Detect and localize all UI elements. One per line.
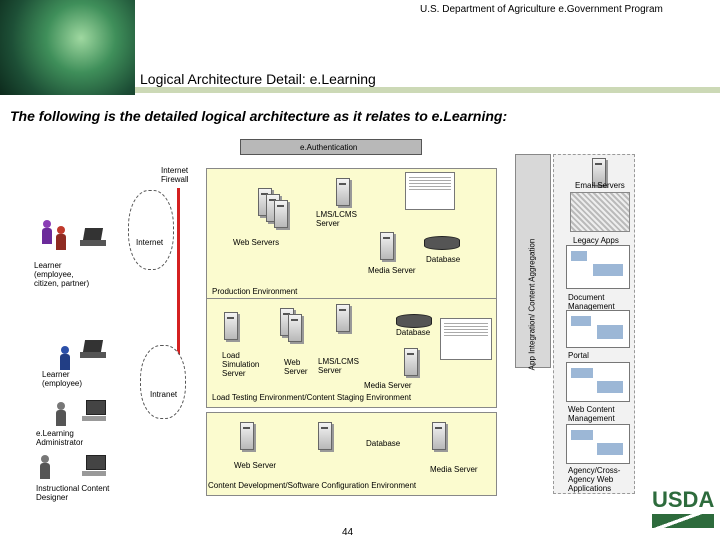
load-sim-label: Load Simulation Server — [222, 351, 260, 378]
page-subtitle: The following is the detailed logical ar… — [10, 108, 508, 124]
intranet-label: Intranet — [150, 390, 178, 399]
laptop-icon — [80, 228, 106, 246]
dev-web-server-icon — [240, 422, 254, 450]
dev-media-server-icon — [432, 422, 446, 450]
development-env-label: Content Development/Software Configurati… — [208, 481, 417, 490]
authentication-box — [240, 139, 422, 155]
lms-server-icon — [336, 178, 350, 206]
usda-logo: USDA — [652, 488, 716, 534]
header-rule — [135, 87, 720, 93]
legacy-apps-label: Legacy Apps — [573, 236, 619, 245]
testing-env-label: Load Testing Environment/Content Staging… — [212, 393, 412, 402]
dev-database-label: Database — [366, 439, 401, 448]
agency-name: U.S. Department of Agriculture e.Governm… — [420, 4, 663, 15]
test-database-icon — [396, 314, 432, 328]
designer-icon — [40, 455, 50, 479]
email-server-icon — [592, 158, 606, 186]
production-document-icon — [405, 172, 455, 210]
production-web-label: Web Servers — [233, 238, 280, 247]
internet-label: Internet — [136, 238, 164, 247]
intranet-cloud — [140, 345, 186, 419]
web-content-label: Web Content Management — [568, 405, 615, 423]
development-zone — [206, 412, 497, 496]
portal-label: Portal — [568, 351, 589, 360]
firewall-line — [177, 188, 180, 400]
learner-employee-label: Learner (employee) — [42, 370, 83, 388]
learner-employee-icon — [60, 346, 70, 370]
integration-bar — [515, 154, 551, 368]
administrator-computer-icon — [82, 400, 106, 422]
internet-cloud — [128, 190, 174, 270]
test-web-server-icon-2 — [288, 314, 302, 342]
web-server-icon-3 — [274, 200, 288, 228]
production-database-label: Database — [426, 255, 461, 264]
test-document-icon — [440, 318, 492, 360]
media-server-icon — [380, 232, 394, 260]
document-management-thumbnail — [566, 245, 630, 289]
authentication-label: e.Authentication — [300, 143, 358, 152]
usda-logo-text: USDA — [652, 487, 715, 512]
test-media-server-icon — [404, 348, 418, 376]
learner-icon-red — [56, 226, 66, 250]
document-management-label: Document Management — [568, 293, 615, 311]
portal-thumbnail — [566, 310, 630, 348]
test-web-label: Web Server — [284, 358, 308, 376]
designer-label: Instructional Content Designer — [36, 484, 110, 502]
laptop-icon-employee — [80, 340, 106, 358]
production-env-label: Production Environment — [212, 287, 298, 296]
agency-apps-thumbnail — [566, 424, 630, 464]
administrator-icon — [56, 402, 66, 426]
production-media-label: Media Server — [368, 266, 416, 275]
page-title: Logical Architecture Detail: e.Learning — [140, 71, 376, 87]
load-sim-server-icon — [224, 312, 238, 340]
dev-web-label: Web Server — [234, 461, 277, 470]
web-content-thumbnail — [566, 362, 630, 402]
email-servers-label: Email Servers — [575, 181, 625, 190]
firewall-label: Internet Firewall — [161, 166, 189, 184]
designer-computer-icon — [82, 455, 106, 477]
page-number: 44 — [342, 527, 354, 538]
production-database-icon — [424, 236, 460, 250]
administrator-label: e.Learning Administrator — [36, 429, 84, 447]
dev-media-label: Media Server — [430, 465, 478, 474]
learner-icon-purple — [42, 220, 52, 244]
test-lms-label: LMS/LCMS Server — [318, 357, 359, 375]
test-database-label: Database — [396, 328, 431, 337]
header-photo — [0, 0, 135, 95]
legacy-apps-icon — [570, 192, 630, 232]
integration-label: App Integration/ Content Aggregation — [527, 238, 537, 371]
usda-logo-swoosh — [652, 514, 714, 528]
production-lms-label: LMS/LCMS Server — [316, 210, 357, 228]
agency-apps-label: Agency/Cross-Agency Web Applications — [568, 466, 621, 493]
test-lms-server-icon — [336, 304, 350, 332]
test-media-label: Media Server — [364, 381, 412, 390]
dev-db-server-icon — [318, 422, 332, 450]
learner-public-label: Learner (employee, citizen, partner) — [34, 261, 90, 288]
